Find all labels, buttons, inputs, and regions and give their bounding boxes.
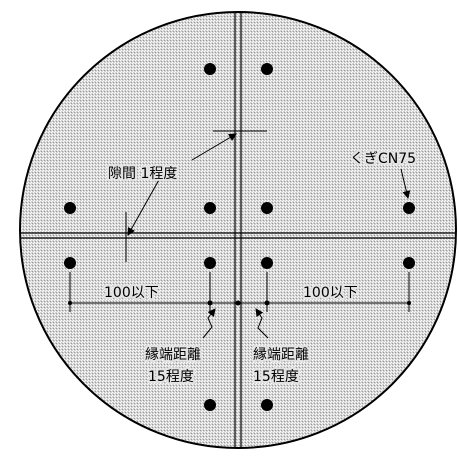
nails <box>64 63 415 411</box>
edge-leader-left <box>202 308 216 339</box>
nail-dot <box>204 257 216 269</box>
nail-dot <box>261 63 273 75</box>
dim-right-label: 100以下 <box>303 285 358 301</box>
dim-dot <box>68 301 72 305</box>
edge-leader-right <box>255 308 269 339</box>
dim-dot <box>264 300 270 306</box>
dim-dot <box>407 301 411 305</box>
nail-label: くぎCN75 <box>350 151 416 167</box>
nail-dot <box>403 257 415 269</box>
nail-dot <box>403 202 415 214</box>
nail-dot <box>261 399 273 411</box>
gap-leader-top <box>191 133 237 161</box>
gap-indicators <box>125 130 267 262</box>
dim-left-label: 100以下 <box>104 285 159 301</box>
edge-left-label-line1: 縁端距離 <box>145 346 201 363</box>
dimension-dots <box>68 300 411 306</box>
nail-dot <box>204 399 216 411</box>
edge-right-label-line2: 15程度 <box>253 369 299 385</box>
nail-dot <box>64 202 76 214</box>
labels: 隙間 1程度 くぎCN75 100以下 100以下 縁端距離 15程度 縁端距離… <box>102 149 418 387</box>
edge-right-label-line1: 縁端距離 <box>253 346 309 363</box>
edge-leaders <box>202 308 269 339</box>
nail-leader <box>400 168 411 199</box>
nail-dot <box>261 257 273 269</box>
dim-dot <box>207 300 213 306</box>
circular-panel <box>19 11 457 449</box>
nail-dot <box>204 202 216 214</box>
nail-dot <box>261 202 273 214</box>
nail-dot <box>64 257 76 269</box>
dim-dot <box>235 300 241 306</box>
edge-left-label-line2: 15程度 <box>148 369 194 385</box>
gap-leader-left <box>127 177 161 236</box>
gap-label: 隙間 1程度 <box>108 166 177 182</box>
nail-dot <box>204 63 216 75</box>
